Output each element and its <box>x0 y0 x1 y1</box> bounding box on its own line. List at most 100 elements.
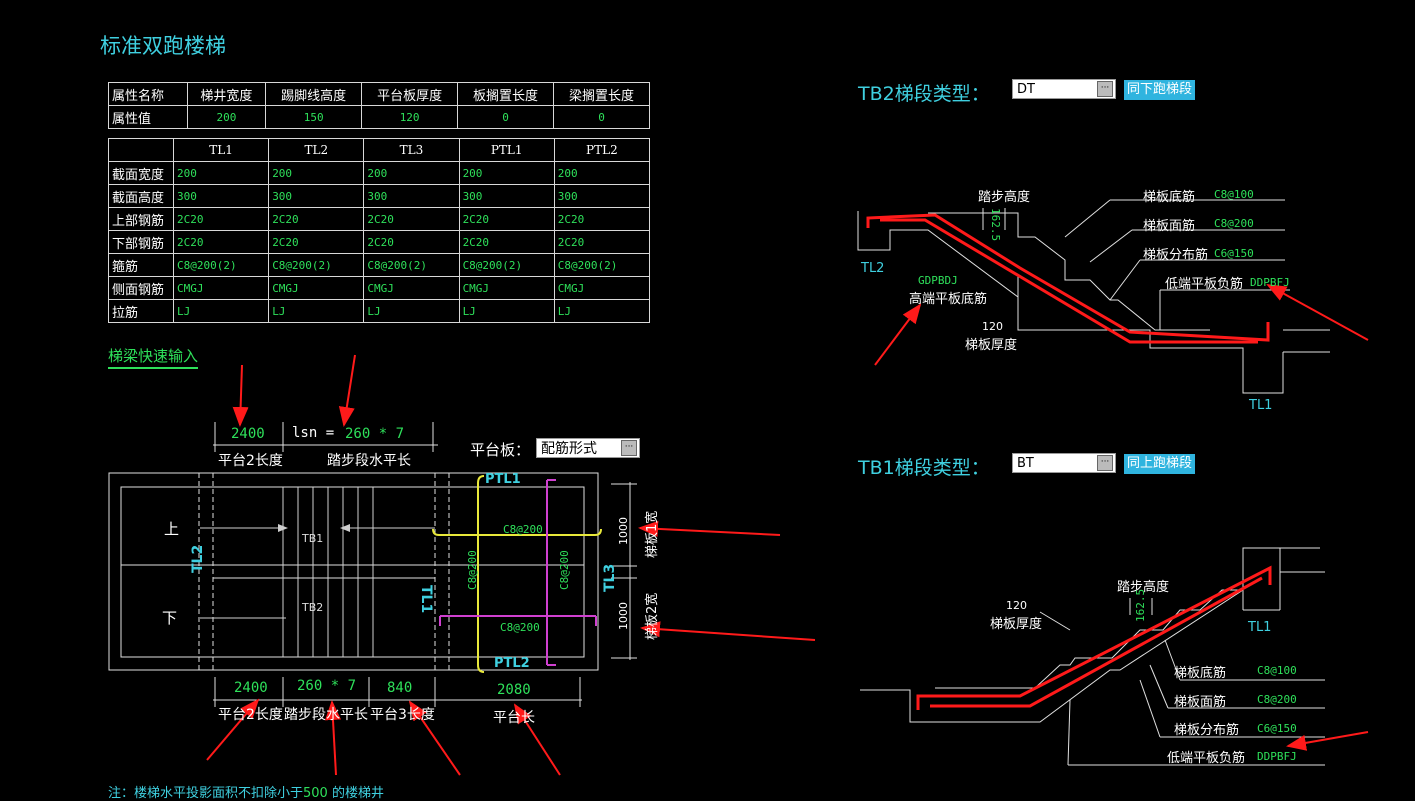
beam-cell[interactable]: CMGJ <box>172 276 270 300</box>
beam-cell[interactable]: 200 <box>268 161 365 185</box>
bottom-dim-platform2[interactable]: 2400 <box>234 680 268 696</box>
ellipsis-icon[interactable]: ··· <box>621 440 637 456</box>
tb1-step-height-value[interactable]: 162.5 <box>1134 588 1147 622</box>
beam-quick-input-link[interactable]: 梯梁快速输入 <box>108 345 199 369</box>
ellipsis-icon[interactable]: ··· <box>1097 81 1113 97</box>
beam-cell[interactable]: 2C20 <box>458 230 555 254</box>
platform-rebar-v1[interactable]: C8@200 <box>466 550 479 590</box>
beam-cell[interactable]: 300 <box>172 184 270 208</box>
beam-cell[interactable]: 2C20 <box>268 207 365 231</box>
beam-cell[interactable]: CMGJ <box>458 276 555 300</box>
beam-cell[interactable]: C8@200(2) <box>363 253 460 277</box>
bottom-dim-platform3[interactable]: 840 <box>387 680 413 696</box>
top-dim-platform2[interactable]: 2400 <box>231 426 265 442</box>
bottom-dim-platform[interactable]: 2080 <box>497 682 531 698</box>
tb1-dist-rebar-value[interactable]: C6@150 <box>1257 722 1297 735</box>
beam-cell[interactable]: CMGJ <box>363 276 460 300</box>
beam-cell[interactable]: C8@200(2) <box>172 253 270 277</box>
beam-cell[interactable]: 200 <box>363 161 460 185</box>
ellipsis-icon[interactable]: ··· <box>1097 455 1113 471</box>
beam-cell[interactable]: LJ <box>553 299 651 323</box>
beam-row-label: 截面宽度 <box>108 161 174 185</box>
footnote-prefix: 注：楼梯水平投影面积不扣除小于 <box>108 786 304 801</box>
beam-cell[interactable]: 2C20 <box>553 230 651 254</box>
beam-cell[interactable]: LJ <box>172 299 270 323</box>
beam-cell[interactable]: C8@200(2) <box>458 253 555 277</box>
width-dim-1-label: 梯板1宽 <box>645 510 660 558</box>
beam-cell[interactable]: C8@200(2) <box>268 253 365 277</box>
beam-cell[interactable]: 2C20 <box>458 207 555 231</box>
attr-value-cell[interactable]: 0 <box>457 105 555 129</box>
beam-cell[interactable]: 2C20 <box>363 230 460 254</box>
beam-cell[interactable]: 2C20 <box>172 207 270 231</box>
tb1-top-rebar-value[interactable]: C8@200 <box>1257 693 1297 706</box>
attr-value-cell[interactable]: 150 <box>265 105 363 129</box>
label-ptl2[interactable]: PTL2 <box>494 656 530 671</box>
beam-cell[interactable]: 200 <box>553 161 651 185</box>
beam-cell[interactable]: CMGJ <box>268 276 365 300</box>
attr-header-cell: 板搁置长度 <box>457 82 555 106</box>
platform-rebar-h2[interactable]: C8@200 <box>500 621 540 634</box>
beam-cell[interactable]: 300 <box>458 184 555 208</box>
tb1-type-select[interactable]: BT ··· <box>1012 453 1116 473</box>
tb1-same-as-upper-button[interactable]: 同上跑梯段 <box>1124 454 1196 474</box>
top-dim-step-length-label: 踏步段水平长 <box>327 453 411 469</box>
tb1-rebar-red <box>916 565 1272 710</box>
label-tl3[interactable]: TL3 <box>602 563 618 592</box>
tb2-dist-rebar-value[interactable]: C6@150 <box>1214 247 1254 260</box>
beam-cell[interactable]: 2C20 <box>553 207 651 231</box>
tb2-type-select[interactable]: DT ··· <box>1012 79 1116 99</box>
beam-cell[interactable]: LJ <box>268 299 365 323</box>
bottom-dim-platform-label: 平台长 <box>493 710 535 726</box>
beam-cell[interactable]: LJ <box>458 299 555 323</box>
tb2-high-rebar-value[interactable]: GDPBDJ <box>918 274 958 287</box>
platform-select[interactable]: 配筋形式 ··· <box>536 438 640 458</box>
tb1-thickness-value[interactable]: 120 <box>1006 599 1027 612</box>
annotation-arrows <box>206 284 1369 776</box>
tb1-type-label: TB1梯段类型： <box>858 457 990 479</box>
beam-cell[interactable]: 2C20 <box>172 230 270 254</box>
platform-rebar-v2[interactable]: C8@200 <box>558 550 571 590</box>
plan-inner-wall <box>120 486 585 658</box>
tb1-low-neg-rebar-label: 低端平板负筋 <box>1167 751 1246 766</box>
beam-cell[interactable]: 300 <box>268 184 365 208</box>
beam-cell[interactable]: 200 <box>458 161 555 185</box>
label-ptl1[interactable]: PTL1 <box>485 472 521 487</box>
label-tb1[interactable]: TB1 <box>302 532 324 545</box>
label-tl1[interactable]: TL1 <box>418 585 434 614</box>
attr-value-cell[interactable]: 120 <box>361 105 459 129</box>
tb2-type-select-value: DT <box>1017 82 1035 97</box>
beam-cell[interactable]: 2C20 <box>363 207 460 231</box>
label-tl2[interactable]: TL2 <box>190 544 206 573</box>
tb2-low-neg-rebar-value[interactable]: DDPBFJ <box>1250 276 1290 289</box>
beam-cell[interactable]: 200 <box>172 161 270 185</box>
bottom-dim-step-length[interactable]: 260 * 7 <box>297 678 357 694</box>
beam-row-label: 下部钢筋 <box>108 230 174 254</box>
beam-cell[interactable]: 2C20 <box>268 230 365 254</box>
attr-value-cell[interactable]: 200 <box>186 105 267 129</box>
bottom-dim-platform2-label: 平台2长度 <box>218 707 283 723</box>
footnote-suffix: 的楼梯井 <box>327 786 384 801</box>
tb2-step-height-value[interactable]: 162.5 <box>989 208 1002 242</box>
platform-rebar-h1[interactable]: C8@200 <box>503 523 543 536</box>
top-dim-step-length[interactable]: 260 * 7 <box>345 426 405 442</box>
beam-cell[interactable]: 300 <box>553 184 651 208</box>
width-dim-2[interactable]: 1000 <box>617 602 630 630</box>
beam-cell[interactable]: C8@200(2) <box>553 253 651 277</box>
tb1-step-height-label: 踏步高度 <box>1117 580 1170 595</box>
tb2-same-as-lower-button[interactable]: 同下跑梯段 <box>1124 80 1196 100</box>
tb2-bottom-rebar-value[interactable]: C8@100 <box>1214 188 1254 201</box>
tb2-thickness-value[interactable]: 120 <box>982 320 1003 333</box>
beam-cell[interactable]: LJ <box>363 299 460 323</box>
beam-header-cell: PTL2 <box>553 138 651 162</box>
label-tb2[interactable]: TB2 <box>302 601 324 614</box>
beam-row: 侧面钢筋 CMGJ CMGJ CMGJ CMGJ CMGJ <box>108 276 651 300</box>
width-dim-1[interactable]: 1000 <box>617 517 630 545</box>
beam-cell[interactable]: CMGJ <box>553 276 651 300</box>
tb1-low-neg-rebar-value[interactable]: DDPBFJ <box>1257 750 1297 763</box>
beam-cell[interactable]: 300 <box>363 184 460 208</box>
tb2-top-rebar-value[interactable]: C8@200 <box>1214 217 1254 230</box>
tb1-top-rebar-label: 梯板面筋 <box>1174 695 1227 710</box>
tb1-bottom-rebar-value[interactable]: C8@100 <box>1257 664 1297 677</box>
attr-value-cell[interactable]: 0 <box>553 105 650 129</box>
